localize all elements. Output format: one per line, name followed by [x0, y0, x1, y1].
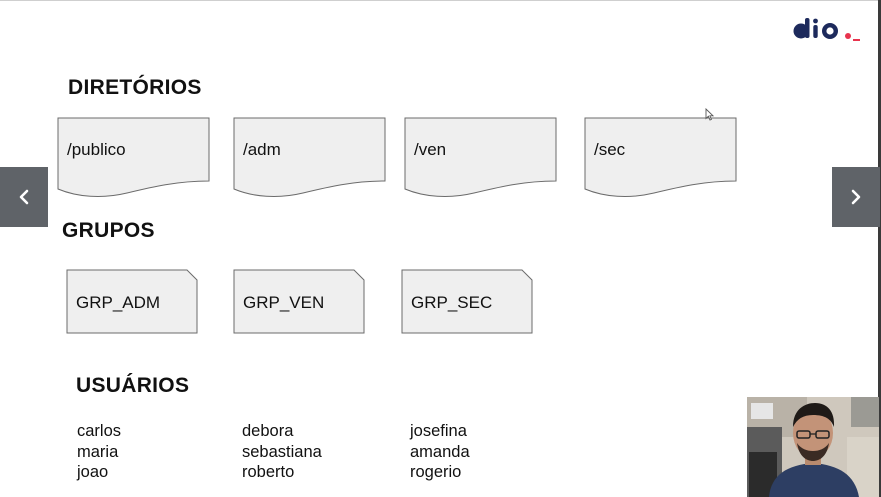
chevron-right-icon: [851, 189, 861, 205]
presenter-webcam: [747, 397, 879, 497]
group-shape-grp-ven: GRP_VEN: [233, 269, 366, 335]
directory-shape-adm: /adm: [233, 117, 387, 199]
user-name: sebastiana: [242, 442, 322, 461]
users-column-3: josefina amanda rogerio: [410, 421, 470, 483]
group-shape-grp-adm: GRP_ADM: [66, 269, 199, 335]
directories-heading: DIRETÓRIOS: [68, 76, 202, 99]
user-name: josefina: [410, 422, 467, 440]
directory-shape-publico: /publico: [57, 117, 211, 199]
group-label: GRP_VEN: [243, 293, 325, 312]
user-name: roberto: [242, 463, 295, 481]
groups-heading: GRUPOS: [62, 219, 155, 242]
next-slide-button[interactable]: [832, 167, 880, 227]
users-column-1: carlos maria joao: [77, 421, 121, 483]
user-name: joao: [77, 463, 109, 481]
user-name: debora: [242, 422, 294, 440]
group-label: GRP_SEC: [411, 293, 493, 312]
dio-logo: [793, 18, 860, 41]
directory-label: /ven: [414, 140, 447, 159]
directory-label: /adm: [243, 140, 281, 159]
user-name: amanda: [410, 442, 470, 461]
group-label: GRP_ADM: [76, 293, 161, 312]
mouse-pointer-icon: [705, 108, 714, 121]
users-column-2: debora sebastiana roberto: [242, 421, 322, 483]
directory-label: /publico: [67, 140, 126, 159]
directory-shape-sec: /sec: [584, 117, 738, 199]
user-name: rogerio: [410, 463, 462, 481]
previous-slide-button[interactable]: [0, 167, 48, 227]
slide-top-border: [0, 0, 881, 1]
user-name: maria: [77, 442, 119, 461]
presenter-video-image: [747, 397, 879, 497]
slide-right-edge: [878, 0, 881, 497]
chevron-left-icon: [19, 189, 29, 205]
directory-label: /sec: [594, 140, 626, 159]
users-heading: USUÁRIOS: [76, 374, 190, 397]
directory-shape-ven: /ven: [404, 117, 558, 199]
user-name: carlos: [77, 422, 122, 440]
group-shape-grp-sec: GRP_SEC: [401, 269, 534, 335]
